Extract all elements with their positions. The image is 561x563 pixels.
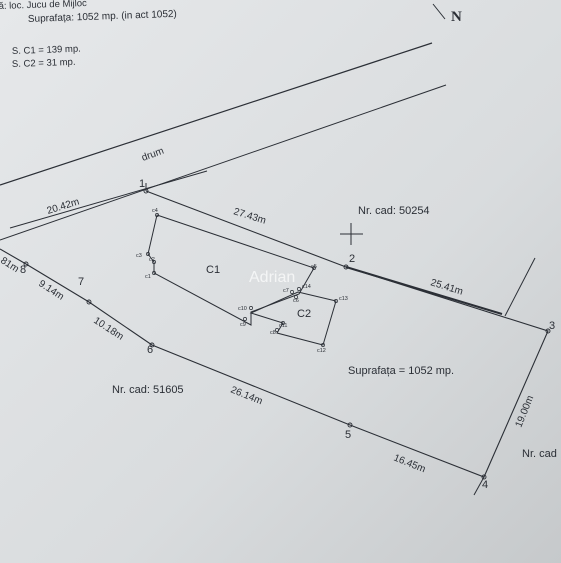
point-c11-label: c11	[279, 323, 287, 329]
vertex-8-label: 8	[20, 264, 26, 276]
vertex-4	[481, 474, 487, 480]
header-area: Suprafața: 1052 mp. (in act 1052)	[28, 9, 177, 25]
vertex-8	[23, 261, 29, 267]
vertex-4-label: 4	[482, 479, 488, 491]
point-c4-label: c4	[152, 208, 158, 214]
north-arrow: N	[432, 3, 462, 25]
building-c2-label: C2	[297, 308, 311, 320]
point-c3	[146, 252, 150, 256]
vertex-3-label: 3	[549, 320, 555, 332]
building-c1	[147, 214, 315, 326]
parcel-boundary	[0, 190, 549, 478]
point-c14	[297, 287, 301, 291]
north-label: N	[451, 9, 462, 25]
road-edge-north	[0, 42, 433, 186]
watermark: Adrian	[249, 269, 295, 286]
parcel-east-label: Nr. cad	[522, 448, 557, 460]
header-location: să: loc. Jucu de Mijloc	[0, 0, 87, 12]
north-arrow-line	[432, 3, 446, 20]
building-points: c4 c3 c2 c1 c5 c14 c7 c6 c13 c10 c9 c11 …	[136, 208, 348, 354]
road-inner-line	[9, 170, 208, 229]
point-c12-label: c12	[317, 348, 326, 354]
point-c2-label: c2	[149, 257, 155, 263]
point-c5	[312, 266, 316, 270]
vertex-6-label: 6	[147, 344, 153, 356]
building-c1-label: C1	[206, 264, 220, 276]
point-c4	[155, 213, 159, 217]
neighbor-line-east	[504, 257, 536, 317]
point-c9-label: c9	[240, 322, 246, 328]
vertex-7-label: 7	[78, 276, 84, 288]
point-c8	[275, 328, 279, 332]
point-c2	[152, 260, 156, 264]
road-edge-south	[0, 84, 447, 241]
area-c1: S. C1 = 139 mp.	[12, 44, 81, 57]
parcel-south-label: Nr. cad: 51605	[112, 384, 184, 396]
neighbor-line-south	[473, 476, 485, 496]
vertex-7	[86, 299, 92, 305]
point-c7-label: c7	[283, 288, 289, 294]
point-c9	[243, 317, 247, 321]
parcel-vertices: 1 2 3 4 5 6 7 8	[20, 178, 555, 491]
parcel-main-label: Nr. cad: 50254	[358, 205, 430, 217]
point-c12	[321, 343, 325, 347]
vertex-6	[149, 342, 155, 348]
vertex-3	[545, 328, 551, 334]
point-c5-label: c5	[311, 264, 317, 270]
point-c13	[334, 299, 338, 303]
vertex-2	[343, 264, 349, 270]
area-c2: S. C2 = 31 mp.	[12, 57, 76, 70]
vertex-2-label: 2	[349, 253, 355, 265]
vertex-1-label: 1	[139, 178, 145, 190]
point-c14-label: c14	[302, 284, 311, 290]
point-c7	[290, 290, 294, 294]
boundary-thick-2-3	[345, 266, 503, 315]
building-c2	[249, 291, 337, 346]
point-c3-label: c3	[136, 253, 142, 259]
point-c13-label: c13	[339, 296, 348, 302]
point-c10	[249, 306, 253, 310]
point-c11	[281, 321, 285, 325]
vertex-5	[347, 422, 353, 428]
point-c1-label: c1	[145, 274, 151, 280]
vertex-1	[143, 188, 149, 194]
surface-label: Suprafața = 1052 mp.	[348, 365, 454, 377]
point-c1	[152, 271, 156, 275]
survey-cross	[340, 223, 363, 245]
vertex-5-label: 5	[345, 429, 351, 441]
point-c8-label: c8	[270, 330, 276, 336]
point-c6-label: c6	[293, 298, 299, 304]
point-c6	[294, 295, 298, 299]
point-c10-label: c10	[238, 306, 247, 312]
